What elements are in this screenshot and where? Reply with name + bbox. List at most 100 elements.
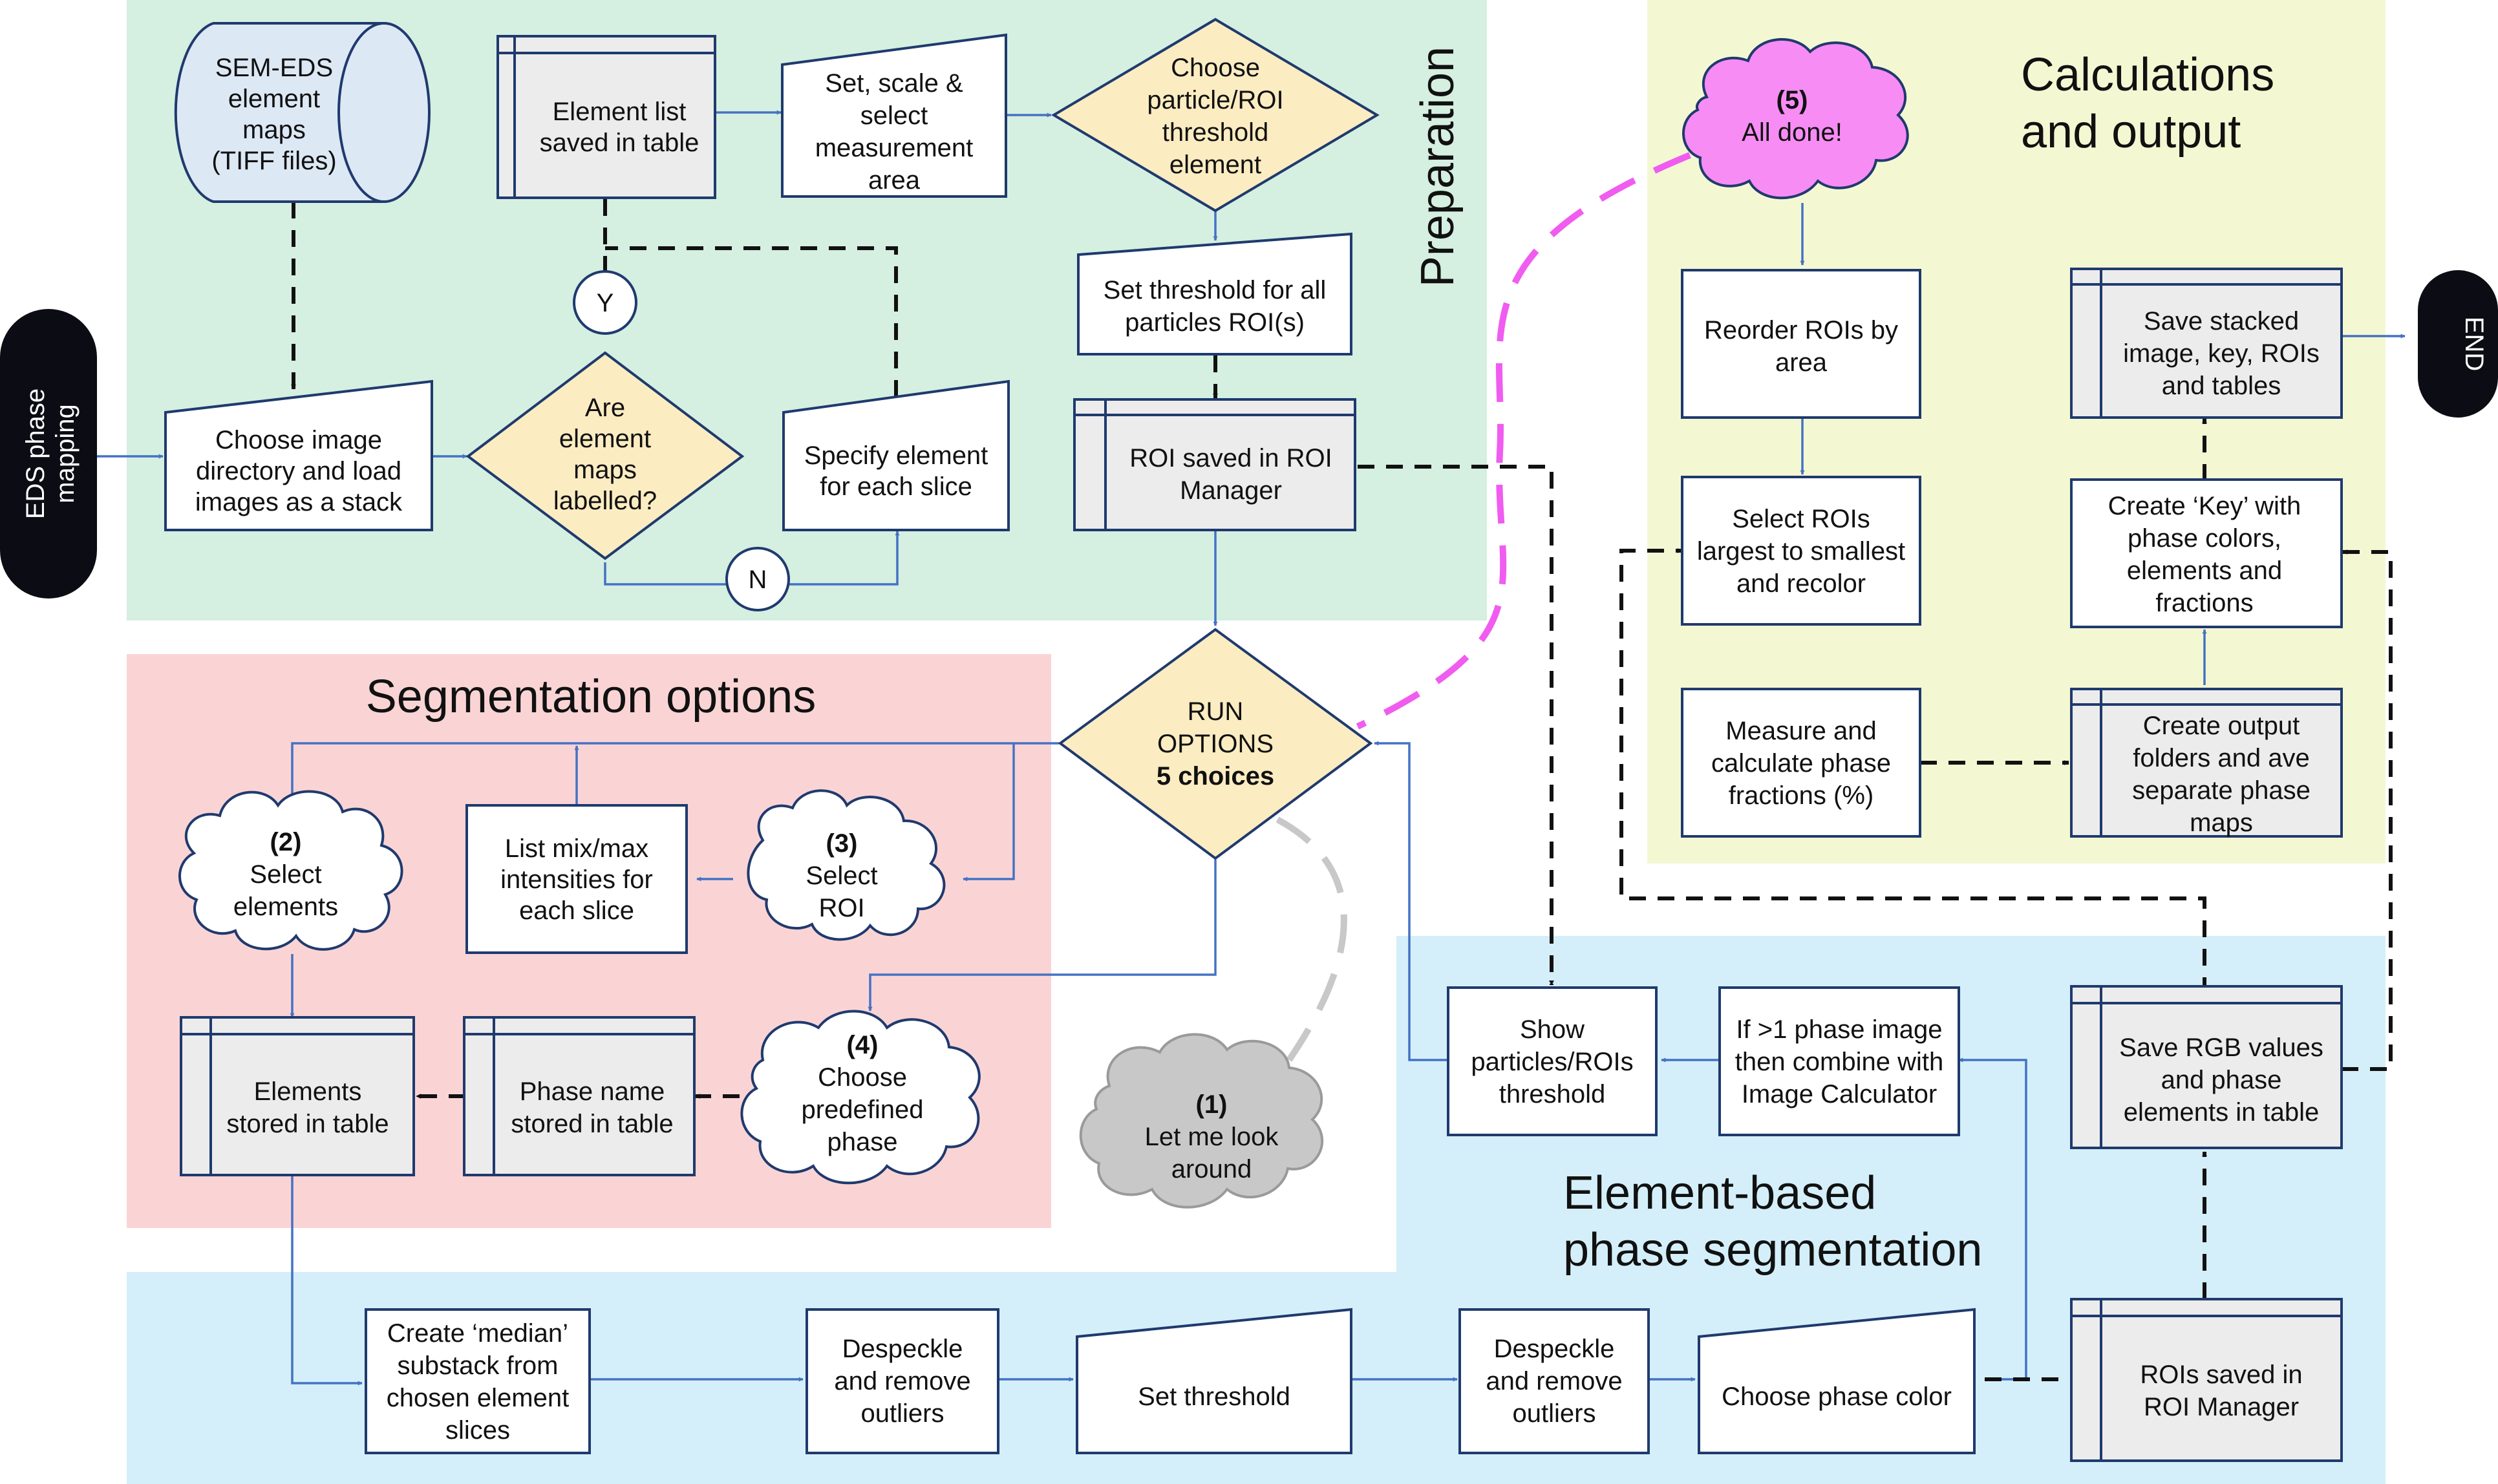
svg-text:EDS phase: EDS phase <box>21 388 50 519</box>
svg-text:calculate phase: calculate phase <box>1711 749 1891 778</box>
decision-are-maps-labelled: Are element maps labelled? <box>465 351 745 560</box>
elements-stored-table: Elements stored in table <box>180 1016 415 1176</box>
region-title-preparation: Preparation <box>1412 47 1464 287</box>
cloud-select-elements: (2) Select elements <box>178 790 403 951</box>
svg-text:Show: Show <box>1520 1015 1585 1044</box>
svg-text:element: element <box>559 425 651 453</box>
svg-text:If >1 phase image: If >1 phase image <box>1736 1015 1942 1044</box>
show-particles-threshold: Show particles/ROIs threshold <box>1447 986 1658 1136</box>
save-stacked-image: Save stacked image, key, ROIs and tables <box>2070 268 2343 419</box>
svg-text:and remove: and remove <box>1486 1367 1622 1395</box>
svg-text:phase colors,: phase colors, <box>2128 524 2281 553</box>
svg-text:ROI Manager: ROI Manager <box>2144 1393 2299 1421</box>
svg-text:predefined: predefined <box>801 1096 923 1124</box>
svg-text:Select: Select <box>250 860 321 889</box>
svg-text:substack from: substack from <box>398 1352 559 1380</box>
svg-text:maps: maps <box>573 456 637 484</box>
svg-text:fractions: fractions <box>2155 589 2253 617</box>
svg-text:threshold: threshold <box>1499 1080 1606 1108</box>
svg-text:(5): (5) <box>1777 86 1808 114</box>
terminal-eds-phase-mapping: EDS phase mapping <box>0 309 97 599</box>
svg-text:images as a stack: images as a stack <box>195 488 403 516</box>
svg-text:Set threshold for all: Set threshold for all <box>1104 276 1327 304</box>
terminal-end: END <box>2418 270 2498 418</box>
svg-text:and tables: and tables <box>2162 372 2281 400</box>
svg-text:separate phase: separate phase <box>2132 776 2311 805</box>
svg-text:elements: elements <box>233 893 338 921</box>
svg-text:each slice: each slice <box>519 896 634 925</box>
connector-no: N <box>725 547 790 611</box>
svg-text:and remove: and remove <box>834 1367 970 1395</box>
svg-text:folders and ave: folders and ave <box>2133 744 2310 772</box>
despeckle-remove-outliers-2: Despeckle and remove outliers <box>1458 1308 1650 1454</box>
svg-text:Choose: Choose <box>1171 54 1260 82</box>
svg-text:Set threshold: Set threshold <box>1138 1383 1290 1411</box>
connector-yes: Y <box>573 270 637 335</box>
region-title-element-based: Element-based <box>1563 1167 1876 1219</box>
svg-text:Create output: Create output <box>2143 712 2300 740</box>
svg-text:around: around <box>1171 1155 1252 1183</box>
svg-text:Let me look: Let me look <box>1145 1123 1279 1151</box>
rois-saved-roi-manager: ROIs saved in ROI Manager <box>2070 1298 2343 1462</box>
svg-text:largest to smallest: largest to smallest <box>1697 537 1905 566</box>
svg-text:Reorder ROIs by: Reorder ROIs by <box>1704 316 1898 344</box>
save-rgb-values: Save RGB values and phase elements in ta… <box>2070 985 2343 1149</box>
svg-text:Image Calculator: Image Calculator <box>1742 1080 1937 1108</box>
svg-text:(1): (1) <box>1196 1090 1228 1119</box>
svg-text:Choose phase color: Choose phase color <box>1722 1383 1952 1411</box>
svg-text:phase: phase <box>827 1128 898 1156</box>
svg-text:select: select <box>860 101 928 130</box>
region-title-segmentation: Segmentation options <box>366 671 816 723</box>
svg-text:All done!: All done! <box>1742 118 1842 147</box>
look-around-link <box>1276 816 1347 1062</box>
combine-phase-image: If >1 phase image then combine with Imag… <box>1718 986 1960 1136</box>
svg-text:slices: slices <box>445 1416 510 1445</box>
svg-text:image, key, ROIs: image, key, ROIs <box>2123 339 2320 368</box>
svg-text:Phase name: Phase name <box>520 1077 665 1106</box>
svg-text:fractions (%): fractions (%) <box>1729 781 1874 810</box>
svg-text:elements and: elements and <box>2127 556 2282 585</box>
svg-text:OPTIONS: OPTIONS <box>1157 730 1274 758</box>
element-list-table: Element list saved in table <box>496 35 716 199</box>
svg-text:Despeckle: Despeckle <box>1494 1335 1615 1363</box>
svg-text:particles/ROIs: particles/ROIs <box>1471 1048 1633 1076</box>
region-title-phase-segmentation: phase segmentation <box>1563 1224 1982 1276</box>
measure-phase-fractions: Measure and calculate phase fractions (%… <box>1681 688 1921 838</box>
svg-text:and phase: and phase <box>2161 1066 2282 1094</box>
svg-text:particles ROI(s): particles ROI(s) <box>1125 308 1305 337</box>
svg-text:chosen element: chosen element <box>387 1384 569 1412</box>
select-rois-recolor: Select ROIs largest to smallest and reco… <box>1681 476 1921 626</box>
create-median-substack: Create ‘median’ substack from chosen ele… <box>365 1308 591 1454</box>
svg-text:for each slice: for each slice <box>820 472 972 501</box>
phase-name-table: Phase name stored in table <box>463 1016 696 1176</box>
svg-text:ROIs saved in: ROIs saved in <box>2140 1361 2302 1389</box>
decision-run-options: RUN OPTIONS 5 choices <box>1058 628 1373 860</box>
svg-text:Select: Select <box>806 862 877 890</box>
svg-text:Save stacked: Save stacked <box>2144 307 2299 335</box>
create-output-folders: Create output folders and ave separate p… <box>2070 688 2343 838</box>
svg-text:stored in table: stored in table <box>511 1110 673 1138</box>
svg-text:(4): (4) <box>847 1031 879 1059</box>
svg-text:(3): (3) <box>826 829 858 858</box>
svg-text:element: element <box>1169 151 1261 179</box>
svg-text:ROI: ROI <box>818 894 864 922</box>
svg-text:5 choices: 5 choices <box>1157 762 1274 790</box>
cloud-let-me-look-around: (1) Let me look around <box>1079 1033 1324 1209</box>
region-title-output: and output <box>2021 106 2241 158</box>
svg-text:particle/ROI: particle/ROI <box>1147 86 1283 114</box>
svg-text:Choose image: Choose image <box>215 426 382 454</box>
svg-text:(TIFF files): (TIFF files) <box>211 147 336 175</box>
set-threshold-all-particles: Set threshold for all particles ROI(s) <box>1077 232 1352 355</box>
svg-text:Select ROIs: Select ROIs <box>1732 505 1870 533</box>
svg-text:SEM-EDS: SEM-EDS <box>215 54 333 82</box>
set-scale-select-area: Set, scale & select measurement area <box>781 33 1007 198</box>
svg-text:area: area <box>868 166 921 195</box>
svg-text:Create ‘median’: Create ‘median’ <box>387 1319 568 1348</box>
svg-text:Save RGB values: Save RGB values <box>2119 1034 2323 1062</box>
svg-text:Are: Are <box>585 394 625 422</box>
svg-text:List mix/max: List mix/max <box>505 834 648 863</box>
svg-text:Choose: Choose <box>818 1063 907 1092</box>
svg-text:Elements: Elements <box>254 1077 362 1106</box>
choose-phase-color: Choose phase color <box>1698 1308 1976 1454</box>
reorder-rois-by-area: Reorder ROIs by area <box>1681 269 1921 419</box>
